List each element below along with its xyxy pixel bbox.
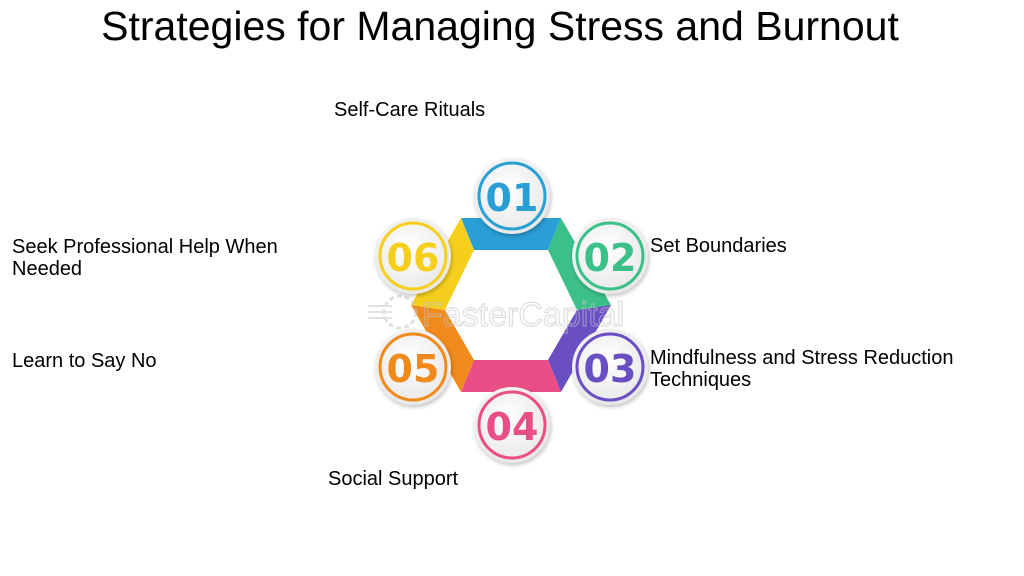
step-label-05: Learn to Say No — [12, 350, 157, 372]
step-number: 02 — [584, 236, 637, 280]
step-badge-02: 02 — [572, 218, 648, 294]
ring-segment-04 — [461, 360, 561, 392]
step-number: 01 — [486, 176, 539, 220]
watermark-text: FasterCapital — [422, 296, 624, 334]
step-badge-06: 06 — [375, 218, 451, 294]
step-label-04: Social Support — [328, 468, 459, 490]
step-label-06: Seek Professional Help When Needed — [12, 236, 278, 280]
watermark-logo — [368, 294, 418, 330]
step-number: 04 — [486, 405, 539, 449]
step-number: 05 — [387, 347, 440, 391]
step-badge-03: 03 — [572, 329, 648, 405]
ring-segment-01 — [461, 218, 561, 250]
step-label-03: Mindfulness and Stress Reduction Techniq… — [650, 347, 954, 391]
step-badge-05: 05 — [375, 329, 451, 405]
step-number: 06 — [387, 236, 440, 280]
step-badge-01: 01 — [474, 158, 550, 234]
page-title: Strategies for Managing Stress and Burno… — [101, 3, 899, 49]
step-number: 03 — [584, 347, 637, 391]
step-badge-04: 04 — [474, 387, 550, 463]
step-label-01: Self-Care Rituals — [334, 99, 486, 121]
step-label-02: Set Boundaries — [650, 235, 787, 257]
